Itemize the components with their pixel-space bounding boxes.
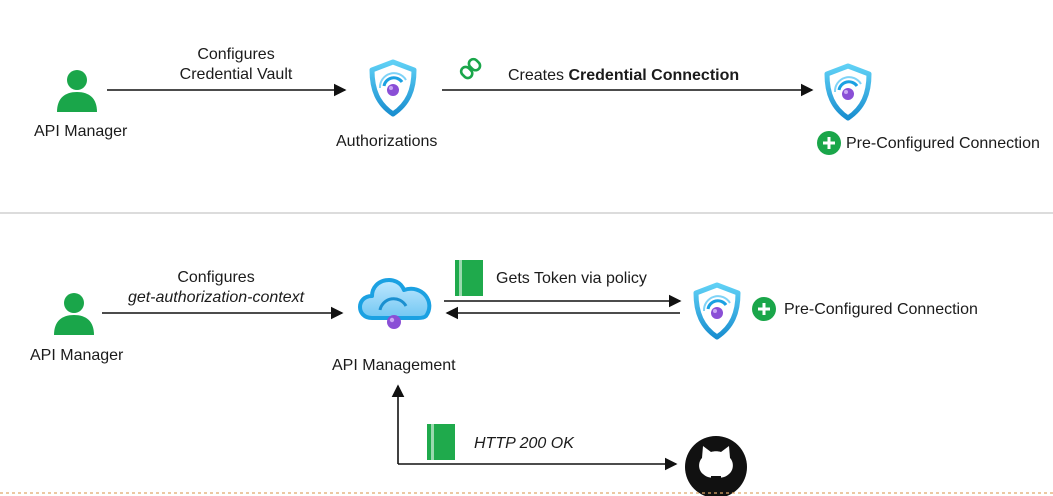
document-icon — [455, 260, 483, 296]
gets-token-label: Gets Token via policy — [496, 270, 647, 287]
cloud-icon — [358, 278, 432, 329]
plus-circle-icon — [817, 131, 841, 155]
github-icon — [685, 436, 747, 496]
document-icon — [427, 424, 455, 460]
http-200-label: HTTP 200 OK — [474, 435, 574, 452]
shield-key-icon — [827, 66, 869, 118]
creates-connection-label: Creates Credential Connection — [508, 66, 739, 86]
plus-circle-icon — [752, 297, 776, 321]
api-management-label: API Management — [332, 357, 456, 374]
arrow-label-line1: Configures — [197, 46, 275, 63]
api-manager-label: API Manager — [34, 123, 128, 140]
person-icon — [57, 70, 97, 112]
link-icon — [459, 57, 482, 80]
creates-prefix: Creates — [508, 67, 569, 84]
arrow-label-line1: Configures — [177, 269, 255, 286]
api-manager-label: API Manager — [30, 347, 124, 364]
shield-key-icon — [696, 285, 738, 337]
person-icon — [54, 293, 94, 335]
preconfigured-connection-label: Pre-Configured Connection — [846, 135, 1040, 152]
arrow-label-line2: get-authorization-context — [127, 289, 305, 306]
shield-key-icon — [372, 62, 414, 114]
creates-bold: Credential Connection — [568, 67, 740, 84]
authorizations-label: Authorizations — [336, 133, 438, 150]
preconfigured-connection-label: Pre-Configured Connection — [784, 301, 978, 318]
arrow-label-line2: Credential Vault — [179, 66, 293, 83]
